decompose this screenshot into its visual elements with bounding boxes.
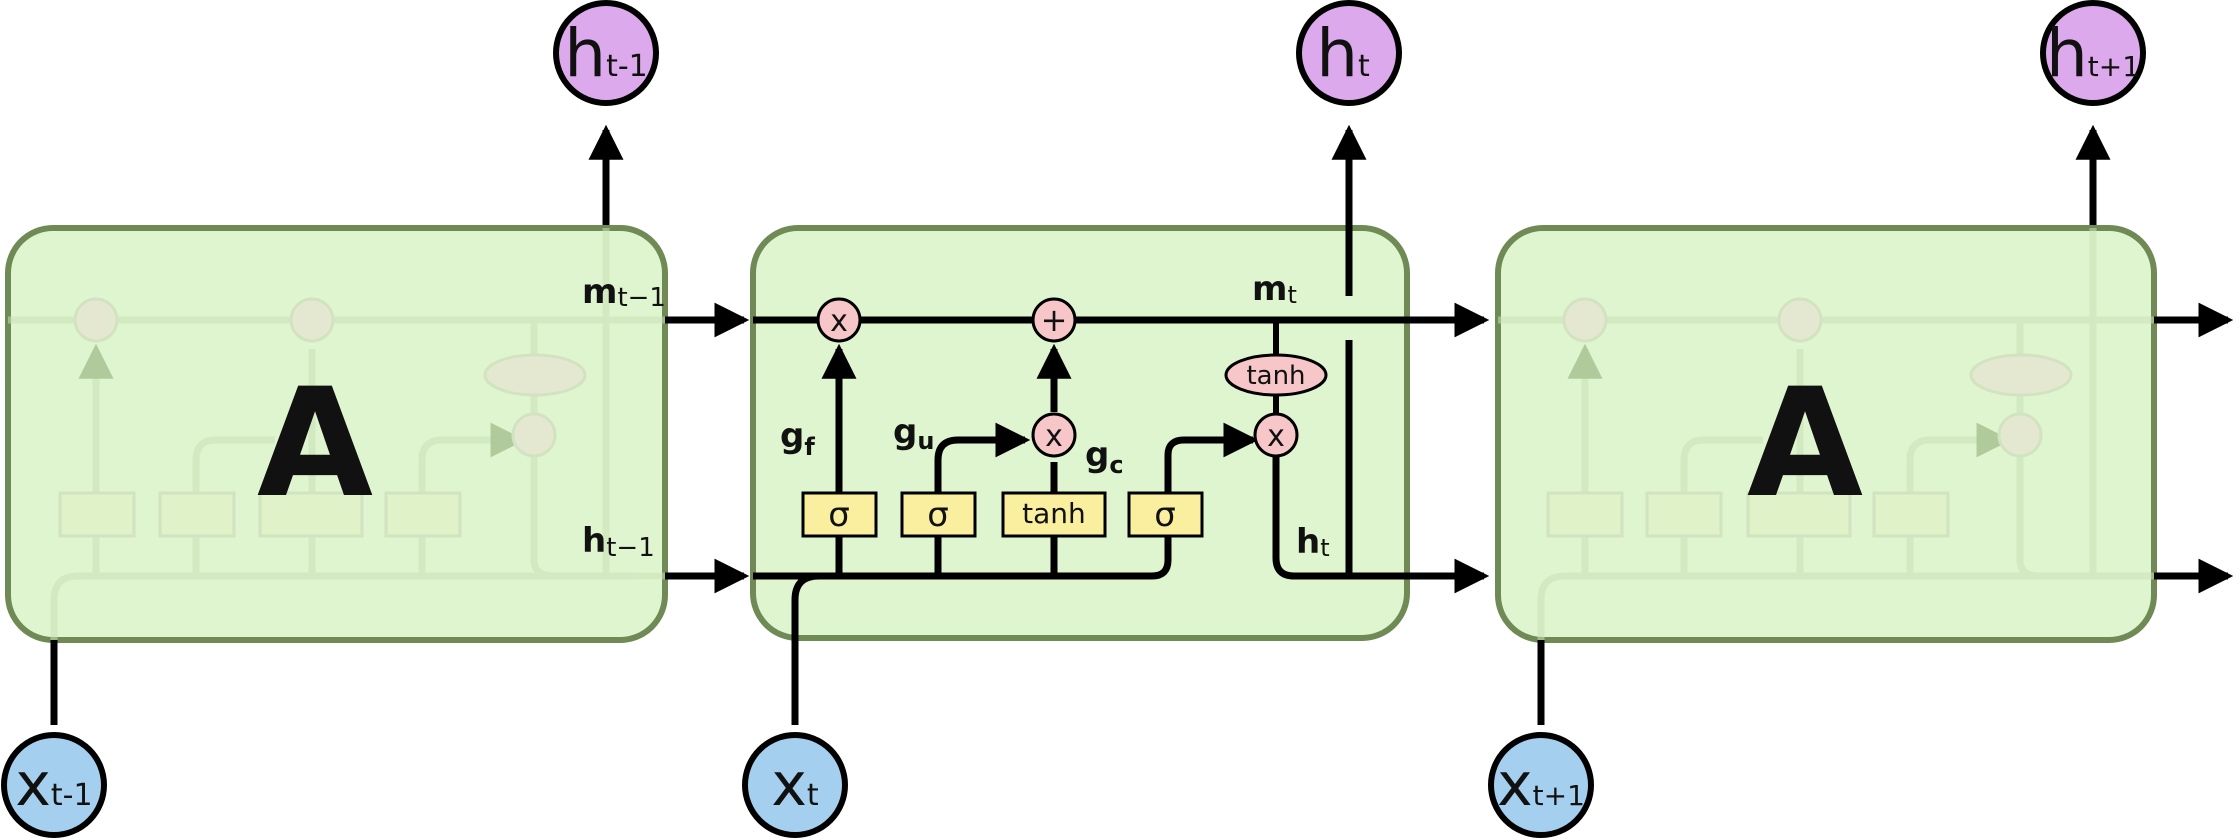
input-node-next: xt+1 [1488,732,1594,838]
output-node-prev: ht-1 [553,0,659,106]
output-node-next: ht+1 [2040,0,2146,106]
svg-text:xt-1: xt-1 [15,750,92,820]
svg-text:xt: xt [771,750,819,820]
svg-text:x: x [830,304,848,339]
label-gu: gu [893,412,934,455]
candidate-gate: tanh [1001,491,1107,538]
input-node-current: xt [742,732,848,838]
svg-text:σ: σ [1154,495,1176,535]
cell-current: x + x x tanh σ σ tanh [582,0,1490,838]
svg-text:σ: σ [927,495,949,535]
forget-gate: σ [801,491,878,538]
label-gf: gf [780,416,815,461]
input-node-prev: xt-1 [1,732,107,838]
svg-text:ht+1: ht+1 [2046,15,2140,92]
svg-text:x: x [1267,419,1285,454]
add-op: + [1031,297,1077,343]
label-h-prev: ht−1 [582,521,655,563]
cell-label-prev: A [257,357,373,531]
label-m-prev: mt−1 [582,272,666,313]
update-gate: σ [900,491,977,538]
faded-internals-next [1498,228,2154,640]
svg-text:ht: ht [1316,15,1370,92]
output-node-current: ht [1296,0,1402,106]
cell-next: A ht+1 xt+1 [1488,0,2233,838]
tanh-op: tanh [1224,353,1328,397]
svg-text:ht-1: ht-1 [564,15,648,92]
forget-mult-op: x [816,297,862,343]
output-mult-op: x [1253,412,1299,458]
update-mult-op: x [1031,412,1077,458]
svg-text:+: + [1041,301,1068,339]
svg-text:σ: σ [828,495,850,535]
svg-text:tanh: tanh [1022,497,1086,530]
input-line-current [791,572,820,725]
cell-label-next: A [1747,357,1863,531]
output-path [1272,456,1405,580]
svg-text:x: x [1045,419,1063,454]
label-gc: gc [1085,435,1124,479]
label-m-cur: mt [1252,269,1297,309]
faded-internals-prev [8,228,665,640]
label-h-cur: ht [1296,522,1330,562]
svg-text:xt+1: xt+1 [1497,750,1585,820]
output-gate: σ [1127,491,1204,538]
cell-prev: A ht-1 xt-1 [1,0,750,838]
update-path [934,422,1031,576]
svg-text:tanh: tanh [1246,361,1305,391]
